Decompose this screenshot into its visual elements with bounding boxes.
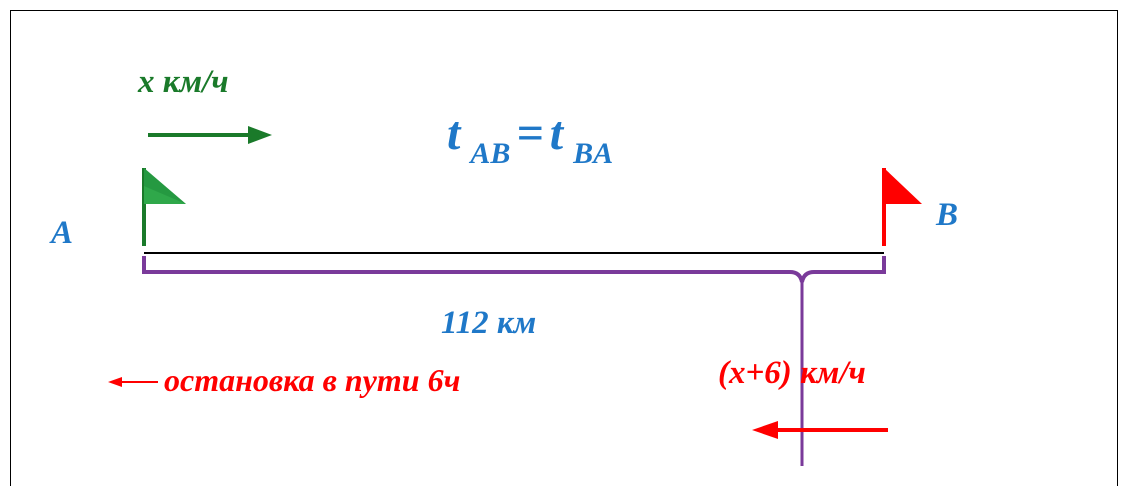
speed-b-label: (x+6) км/ч [718,355,866,391]
formula-left-var: t [447,107,461,160]
green-right-arrow-icon [148,126,272,144]
point-b-label: B [936,197,959,233]
point-a-label: A [51,215,74,251]
formula-equals: = [516,107,544,160]
formula-left-sub: AB [470,137,511,170]
green-flag-icon [142,168,186,246]
distance-label: 112 км [441,305,537,341]
red-small-left-arrow-icon [108,377,158,387]
red-flag-icon [882,168,922,246]
formula-right-var: t [549,107,564,160]
distance-brace [142,256,886,283]
stop-duration-label: остановка в пути 6ч [164,362,461,398]
diagram-frame [10,10,1118,486]
formula-right-sub: BA [573,137,614,170]
red-left-arrow-icon [752,421,888,439]
speed-a-label: x км/ч [138,64,229,100]
